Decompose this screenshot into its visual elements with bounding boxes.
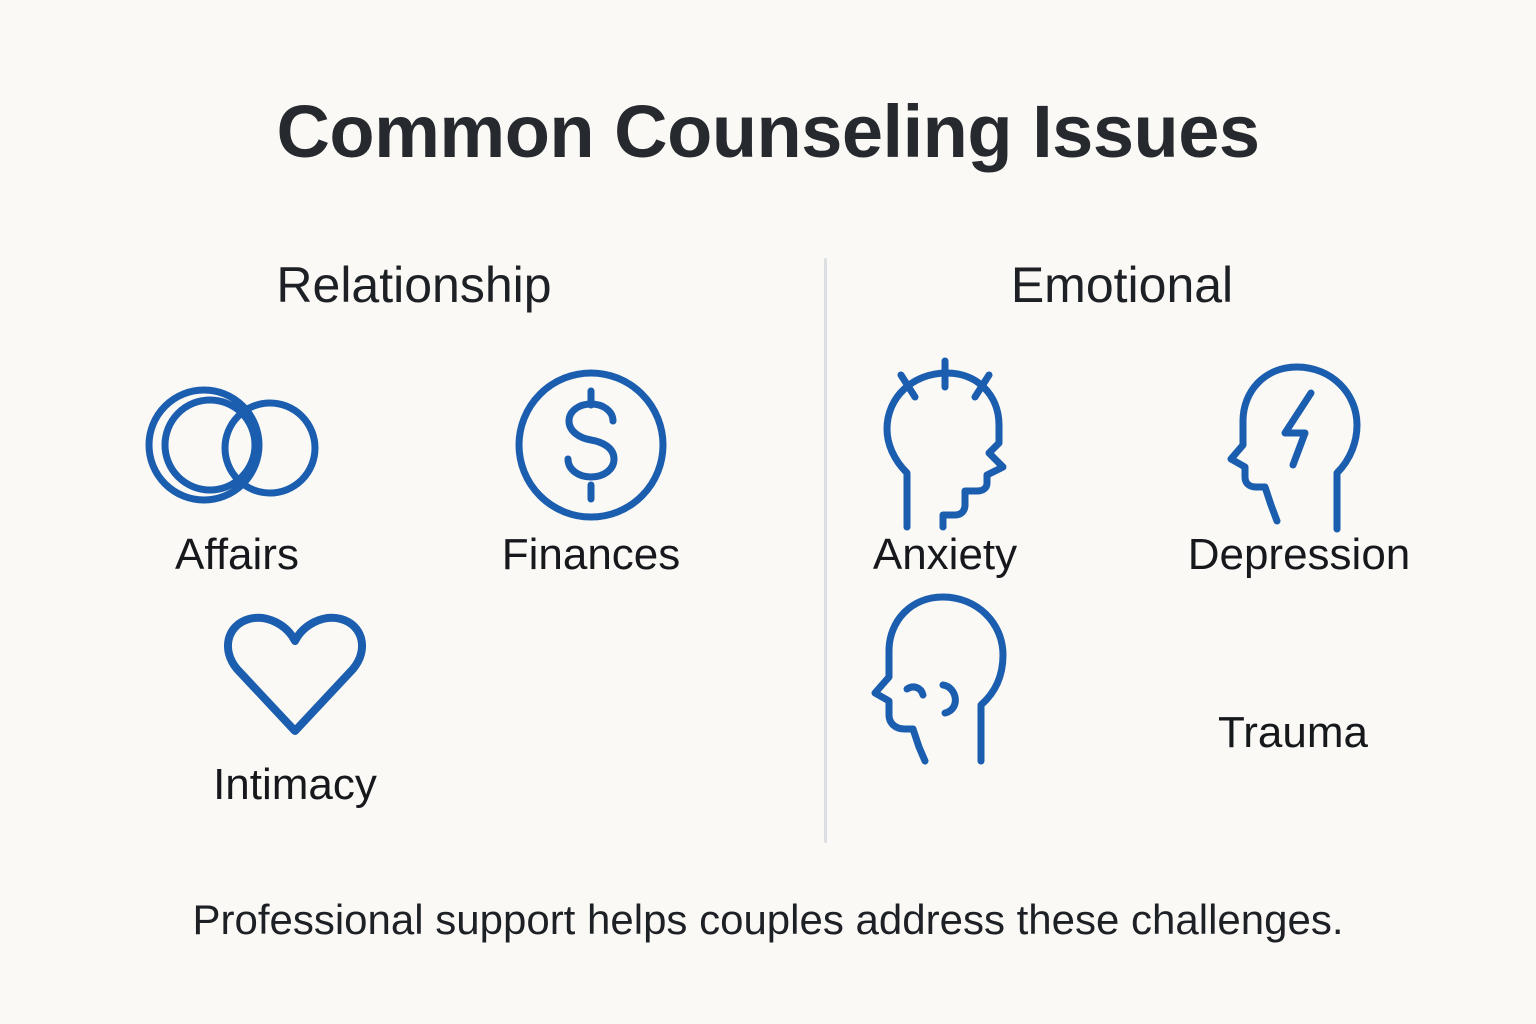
item-trauma-icon[interactable] bbox=[768, 593, 1122, 765]
column-emotional: Emotional Anxiety bbox=[768, 250, 1476, 850]
item-label-intimacy: Intimacy bbox=[213, 760, 377, 809]
interlocking-rings-icon bbox=[142, 365, 332, 525]
item-intimacy[interactable]: Intimacy bbox=[118, 595, 472, 809]
item-affairs[interactable]: Affairs bbox=[60, 365, 414, 579]
head-with-lightning-bolt-icon bbox=[1219, 363, 1379, 533]
columns-container: Relationship Affairs bbox=[60, 250, 1476, 850]
emotional-item-grid: Anxiety Depression bbox=[768, 357, 1476, 825]
column-divider bbox=[824, 258, 827, 843]
head-profile-icon bbox=[865, 593, 1025, 765]
item-depression[interactable]: Depression bbox=[1122, 363, 1476, 579]
item-label-affairs: Affairs bbox=[175, 530, 299, 579]
dollar-coin-icon bbox=[510, 365, 672, 525]
column-heading-emotional: Emotional bbox=[1010, 257, 1234, 313]
item-finances[interactable]: Finances bbox=[414, 365, 768, 579]
item-anxiety[interactable]: Anxiety bbox=[768, 357, 1122, 579]
item-label-finances: Finances bbox=[501, 530, 681, 579]
column-relationship: Relationship Affairs bbox=[60, 250, 768, 850]
item-label-anxiety: Anxiety bbox=[872, 530, 1018, 579]
relationship-item-grid: Affairs Finances bbox=[60, 365, 768, 825]
item-trauma-label-cell[interactable]: Trauma bbox=[1116, 595, 1470, 757]
item-label-trauma: Trauma bbox=[1218, 708, 1368, 757]
head-with-stress-lines-icon bbox=[865, 357, 1025, 531]
heart-outline-icon bbox=[219, 595, 371, 755]
item-label-depression: Depression bbox=[1187, 530, 1411, 579]
footer-caption: Professional support helps couples addre… bbox=[192, 896, 1344, 943]
column-heading-relationship: Relationship bbox=[276, 257, 552, 313]
page-title: Common Counseling Issues bbox=[276, 90, 1260, 173]
